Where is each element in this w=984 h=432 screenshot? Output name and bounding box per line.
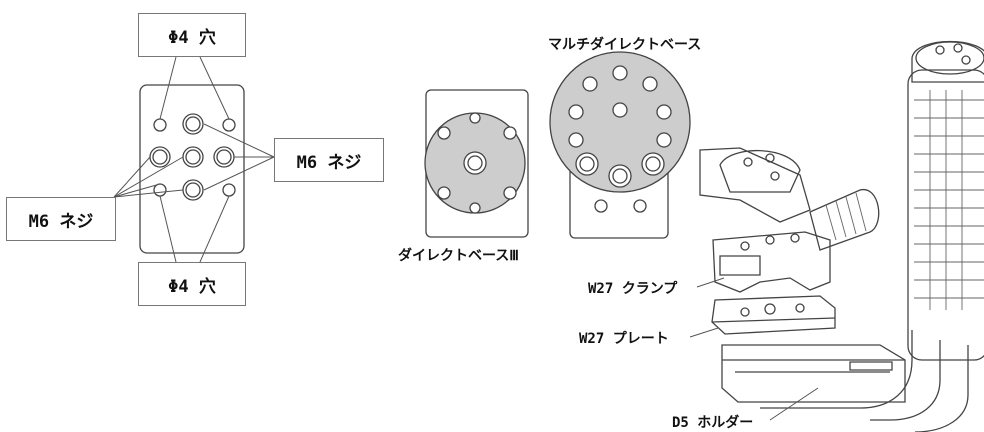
leader-lines-left — [113, 56, 275, 263]
label-screw-left: M6 ネジ — [6, 197, 116, 241]
multi-direct-base-drawing — [549, 51, 691, 239]
label-direct-base-3: ダイレクトベースⅢ — [398, 248, 519, 264]
label-hole-bottom: Φ4 穴 — [138, 262, 246, 306]
label-hole-top: Φ4 穴 — [138, 13, 246, 57]
label-w27-plate: W27 プレート — [579, 331, 669, 347]
label-multi-direct-base: マルチダイレクトベース — [548, 37, 702, 53]
label-d5-holder: D5 ホルダー — [672, 415, 754, 431]
label-screw-right: M6 ネジ — [274, 138, 384, 182]
plate-top-view — [139, 84, 245, 254]
assembly-drawing — [699, 40, 984, 432]
direct-base-3-drawing — [424, 89, 529, 238]
leader-lines-right — [689, 277, 819, 421]
label-w27-clamp: W27 クランプ — [588, 281, 678, 297]
